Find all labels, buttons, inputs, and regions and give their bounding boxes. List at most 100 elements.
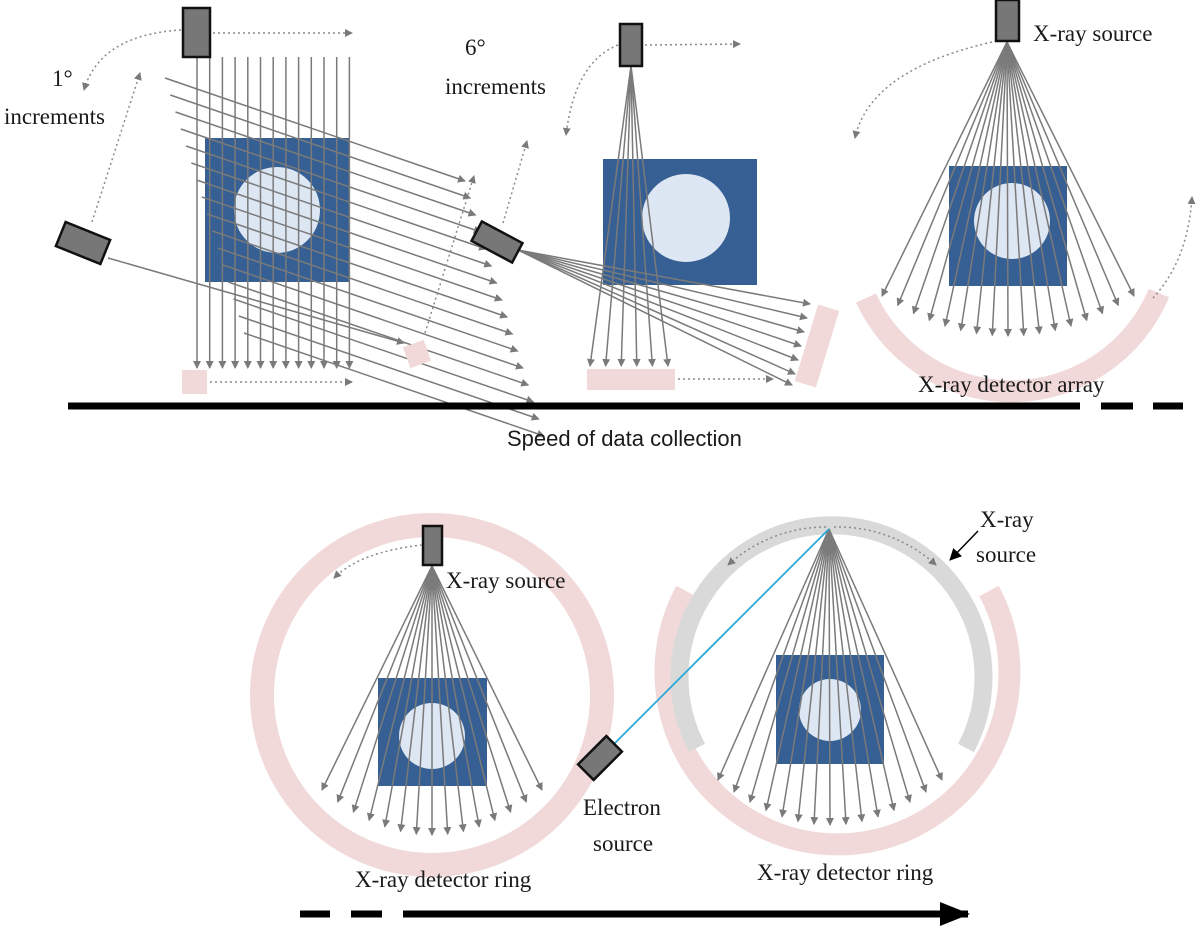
increments-6-number: 6° (465, 35, 486, 60)
translate-arrow-top (644, 40, 741, 49)
electron-beam (611, 528, 830, 747)
xray-beam (517, 249, 811, 307)
increments-6-label: increments (445, 74, 546, 99)
xray-beam (828, 528, 912, 803)
translate-arrow-rotated-left (91, 72, 142, 223)
xray-beam (1003, 41, 1012, 337)
detector-element-rotated (402, 339, 432, 369)
xray-beam (431, 565, 528, 803)
xray-source-box (181, 6, 212, 59)
xray-beam (911, 41, 1008, 315)
xray-beam (988, 41, 1008, 337)
object-core (234, 167, 320, 253)
xray-beam (630, 65, 641, 367)
xray-beam (1006, 41, 1059, 332)
fan-rays-vertical (586, 65, 672, 367)
xray-source-label-line1: X-ray (980, 507, 1034, 532)
source-sweep-arrow-right (833, 526, 937, 566)
panel-fourth-generation: X-ray source X-ray detector ring (250, 513, 614, 892)
xray-beam (717, 528, 830, 781)
xray-beam (517, 249, 796, 375)
xray-beam (828, 528, 866, 823)
xray-beam (1006, 41, 1074, 327)
detector-element (182, 370, 207, 394)
detector-ring-arc (654, 585, 1021, 856)
detector-bar-rotated (794, 304, 840, 388)
xray-beam (351, 565, 433, 813)
rotate-arrow-right (1152, 196, 1196, 299)
xray-beam (175, 111, 477, 217)
detector-ring-label: X-ray detector ring (355, 867, 532, 892)
xray-beam (794, 528, 830, 823)
xray-beam (517, 249, 802, 348)
electron-source-label-line2: source (593, 831, 653, 856)
panel-third-generation: X-ray source X-ray detector array (852, 0, 1196, 403)
xray-source-label-line2: source (976, 542, 1036, 567)
xray-beam (896, 41, 1008, 307)
xray-beam (942, 41, 1008, 327)
fan-rays (717, 528, 943, 826)
xray-beam (431, 565, 498, 822)
fan-rays (321, 565, 543, 836)
xray-beam (973, 41, 1008, 335)
detector-array-arc (856, 288, 1170, 403)
xray-source-label: X-ray source (446, 568, 565, 593)
xray-beam (217, 247, 519, 353)
xray-beam (517, 249, 793, 386)
object-core (642, 174, 730, 262)
xray-beam (206, 213, 509, 319)
xray-beam (233, 298, 535, 404)
xray-beam (1006, 41, 1028, 337)
xray-beam (1006, 41, 1120, 307)
xray-beam (222, 264, 524, 370)
xray-source-label: X-ray source (1033, 21, 1152, 46)
xray-beam (336, 565, 433, 803)
xray-source-box (618, 22, 644, 68)
electron-source-box (576, 734, 624, 782)
xray-source-box-rotated (469, 219, 525, 265)
xray-beam (212, 230, 514, 336)
xray-beam (431, 565, 452, 836)
xray-beam (748, 528, 830, 804)
xray-beam (412, 565, 433, 836)
xray-beam (517, 249, 799, 362)
xray-beam (732, 528, 830, 793)
electron-source-label-line1: Electron (583, 795, 661, 820)
xray-beam (828, 528, 881, 818)
xray-source-box (421, 524, 444, 567)
xray-source-ring (670, 516, 993, 753)
xray-beam (828, 528, 897, 812)
xray-beam (191, 162, 493, 268)
xray-beam (366, 565, 433, 822)
xray-beam (382, 565, 433, 828)
increments-1-label: increments (4, 104, 105, 129)
xray-beam (431, 565, 543, 791)
xray-beam (1006, 41, 1104, 315)
xray-beam (517, 249, 805, 334)
xray-beam (630, 65, 656, 367)
xray-beam (617, 65, 632, 367)
xray-beam (431, 565, 482, 828)
xray-beam (243, 332, 545, 438)
translate-arrow-rotated (502, 140, 529, 224)
xray-beam (517, 249, 808, 321)
xray-beam (227, 281, 530, 387)
panel-second-generation: 6° increments (445, 22, 840, 390)
xray-beam (602, 65, 632, 367)
xray-beam (828, 528, 928, 793)
rotate-arrow (82, 29, 182, 91)
xray-beam (201, 196, 503, 302)
xray-beam (927, 41, 1008, 322)
xray-beam (779, 528, 830, 818)
xray-beam (630, 65, 672, 367)
detector-array-label: X-ray detector array (918, 372, 1105, 397)
xray-beam (957, 41, 1008, 332)
xray-beam (107, 257, 405, 345)
xray-source-box-rotated (54, 220, 112, 266)
xray-beam (825, 528, 834, 826)
source-sweep-arrow-left (727, 526, 827, 566)
xray-beam (810, 528, 830, 826)
xray-beam (170, 94, 472, 200)
xray-beam (431, 565, 513, 813)
